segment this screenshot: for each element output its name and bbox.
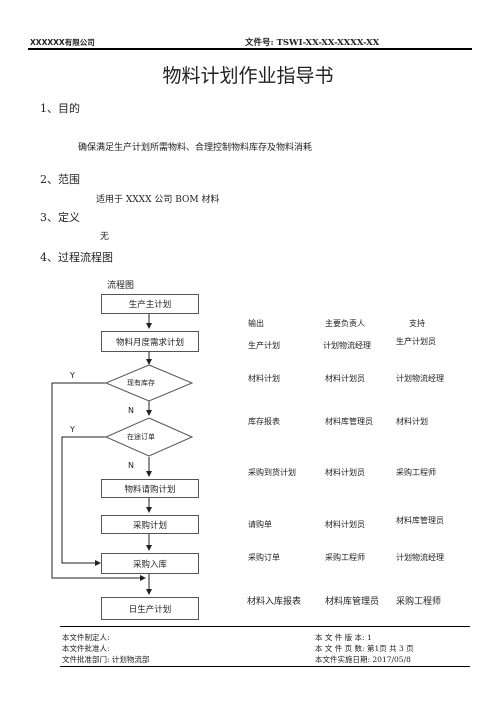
flow-heading: 4、过程流程图: [40, 251, 113, 264]
footer-top-rule: [60, 626, 470, 627]
footer-author: 本文件制定人:: [62, 633, 110, 642]
header-divider: [28, 48, 472, 50]
definition-text: 无: [100, 232, 110, 242]
header-support: 支持: [409, 319, 425, 328]
footer-date: 本文件实施日期: 2017/05/8: [315, 655, 411, 664]
footer-approver: 本文件批准人:: [62, 644, 110, 653]
row3-owner: 材料库管理员: [325, 417, 373, 426]
header-owner: 主要负责人: [325, 319, 365, 328]
row3-output: 库存报表: [248, 417, 280, 426]
node-purchase-plan: 采购计划: [101, 515, 199, 534]
purpose-heading: 1、目的: [40, 102, 80, 115]
row5-support: 材料库管理员: [396, 516, 444, 525]
row3-support: 材料计划: [396, 417, 428, 426]
row5-owner: 材料计划员: [325, 520, 365, 529]
footer-pages: 本 文 件 页 数: 第1页 共 3 页: [315, 644, 414, 653]
scope-heading: 2、范围: [40, 173, 80, 186]
node-production-plan: 生产主计划: [101, 294, 199, 314]
flowchart-label: 流程图: [107, 281, 135, 291]
page-title: 物料计划作业指导书: [162, 65, 334, 87]
row1-owner: 计划物流经理: [323, 341, 371, 350]
row4-output: 采购到货计划: [248, 468, 296, 477]
row7-output: 材料入库报表: [247, 597, 302, 607]
scope-text: 适用于 XXXX 公司 BOM 材料: [96, 195, 220, 205]
header-output: 输出: [248, 319, 264, 328]
node-open-order: 在途订单: [127, 433, 155, 441]
row1-output: 生产计划: [248, 341, 280, 350]
row6-support: 计划物流经理: [396, 553, 444, 562]
footer-version: 本 文 件 版 本: 1: [315, 633, 372, 642]
row7-owner: 材料库管理员: [325, 597, 380, 607]
node-stock-check: 现有库存: [127, 379, 155, 387]
yes-label-stock: Y: [70, 371, 75, 380]
row2-owner: 材料计划员: [325, 374, 365, 383]
row6-output: 采购订单: [248, 553, 280, 562]
definition-heading: 3、定义: [40, 211, 80, 224]
footer-department: 文件批准部门: 计划物流部: [62, 655, 150, 664]
footer-bottom-rule: [60, 666, 470, 667]
row2-output: 材料计划: [248, 374, 280, 383]
row2-support: 计划物流经理: [396, 374, 444, 383]
stock-check-diamond: [104, 364, 194, 402]
yes-label-order: Y: [70, 425, 75, 434]
row7-support: 采购工程师: [396, 597, 442, 607]
node-receiving: 采购入库: [101, 553, 199, 574]
row5-output: 请购单: [248, 520, 272, 529]
no-label-stock: N: [128, 406, 134, 415]
row1-support: 生产计划员: [396, 337, 436, 346]
company-name: XXXXXX有限公司: [30, 38, 95, 47]
node-daily-plan: 日生产计划: [101, 597, 199, 620]
document-number: 文件号: TSWI-XX-XX-XXXX-XX: [245, 38, 380, 48]
open-order-diamond: [104, 417, 194, 457]
node-purchase-request: 物料请购计划: [101, 479, 199, 498]
row4-owner: 材料计划员: [325, 468, 365, 477]
node-monthly-requirement: 物料月度需求计划: [101, 331, 199, 352]
row4-support: 采购工程师: [396, 468, 436, 477]
purpose-text: 确保满足生产计划所需物料、合理控制物料库存及物料消耗: [78, 143, 313, 153]
row6-owner: 采购工程师: [325, 553, 365, 562]
no-label-order: N: [128, 461, 134, 470]
